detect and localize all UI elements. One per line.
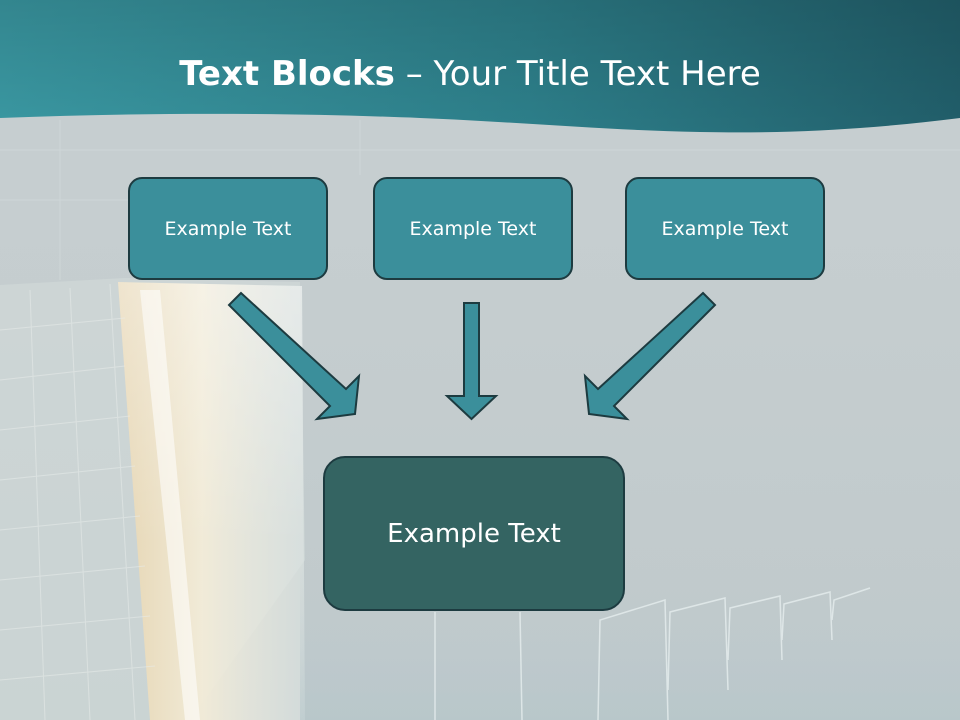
arrow-down-left-icon <box>583 291 717 421</box>
text-block-label: Example Text <box>409 217 537 240</box>
arrow-down-icon <box>444 302 499 421</box>
main-text-block-label: Example Text <box>387 518 561 549</box>
title-rest: Your Title Text Here <box>433 54 761 94</box>
title-separator: – <box>394 54 434 94</box>
main-text-block[interactable]: Example Text <box>323 456 625 611</box>
text-block-label: Example Text <box>164 217 292 240</box>
text-block-3[interactable]: Example Text <box>625 177 825 280</box>
page-title: Text Blocks – Your Title Text Here <box>0 52 940 96</box>
text-block-2[interactable]: Example Text <box>373 177 573 280</box>
text-block-label: Example Text <box>661 217 789 240</box>
title-bold: Text Blocks <box>179 54 395 94</box>
arrow-down-right-icon <box>227 291 361 421</box>
text-block-1[interactable]: Example Text <box>128 177 328 280</box>
